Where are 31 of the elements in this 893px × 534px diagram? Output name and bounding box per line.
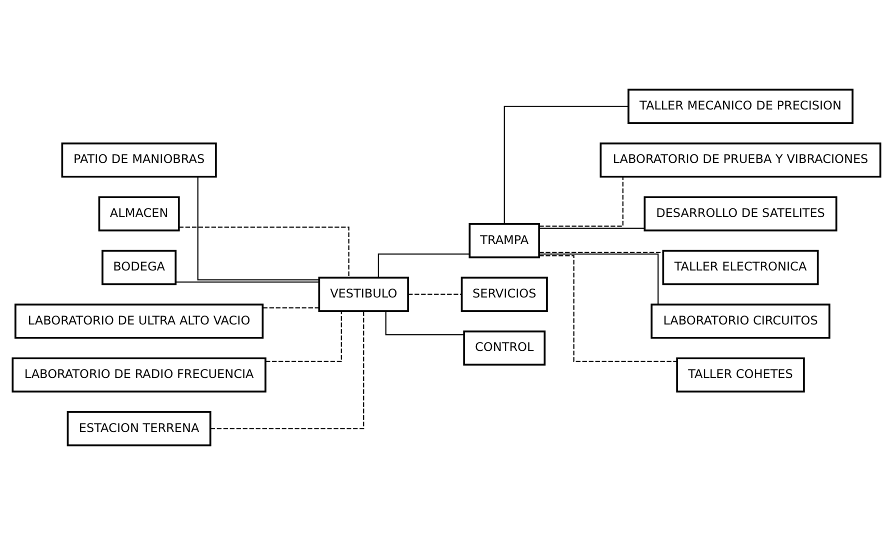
node-box: CONTROL xyxy=(463,330,546,366)
node-box: LABORATORIO DE PRUEBA Y VIBRACIONES xyxy=(600,142,882,178)
connector xyxy=(210,310,364,429)
node-box: ESTACION TERRENA xyxy=(66,410,212,446)
connector xyxy=(262,306,320,308)
connector xyxy=(504,105,628,224)
connector xyxy=(179,226,350,277)
connector xyxy=(378,253,470,277)
node-box: ALMACEN xyxy=(98,196,180,231)
node-box: TALLER COHETES xyxy=(676,356,805,392)
node-box: TALLER ELECTRONICA xyxy=(662,249,819,285)
node-box: DESARROLLO DE SATELITES xyxy=(644,196,838,231)
node-box: TRAMPA xyxy=(468,222,540,258)
node-box: SERVICIOS xyxy=(460,276,548,312)
connector xyxy=(539,251,664,252)
connector xyxy=(539,253,659,304)
node-box: VESTIBULO xyxy=(318,276,409,312)
connector xyxy=(539,227,644,228)
connector xyxy=(408,293,462,294)
connector xyxy=(197,176,319,280)
node-box: LABORATORIO DE ULTRA ALTO VACIO xyxy=(14,303,264,338)
node-box: LABORATORIO CIRCUITOS xyxy=(650,303,830,338)
connector xyxy=(539,176,624,226)
connector xyxy=(265,310,342,362)
node-box: PATIO DE MANIOBRAS xyxy=(61,142,217,178)
connector xyxy=(176,280,319,282)
node-box: BODEGA xyxy=(102,249,177,285)
node-box: LABORATORIO DE RADIO FRECUENCIA xyxy=(12,356,266,392)
connector xyxy=(385,310,464,335)
connector xyxy=(539,254,678,362)
node-box: TALLER MECANICO DE PRECISION xyxy=(628,88,854,124)
